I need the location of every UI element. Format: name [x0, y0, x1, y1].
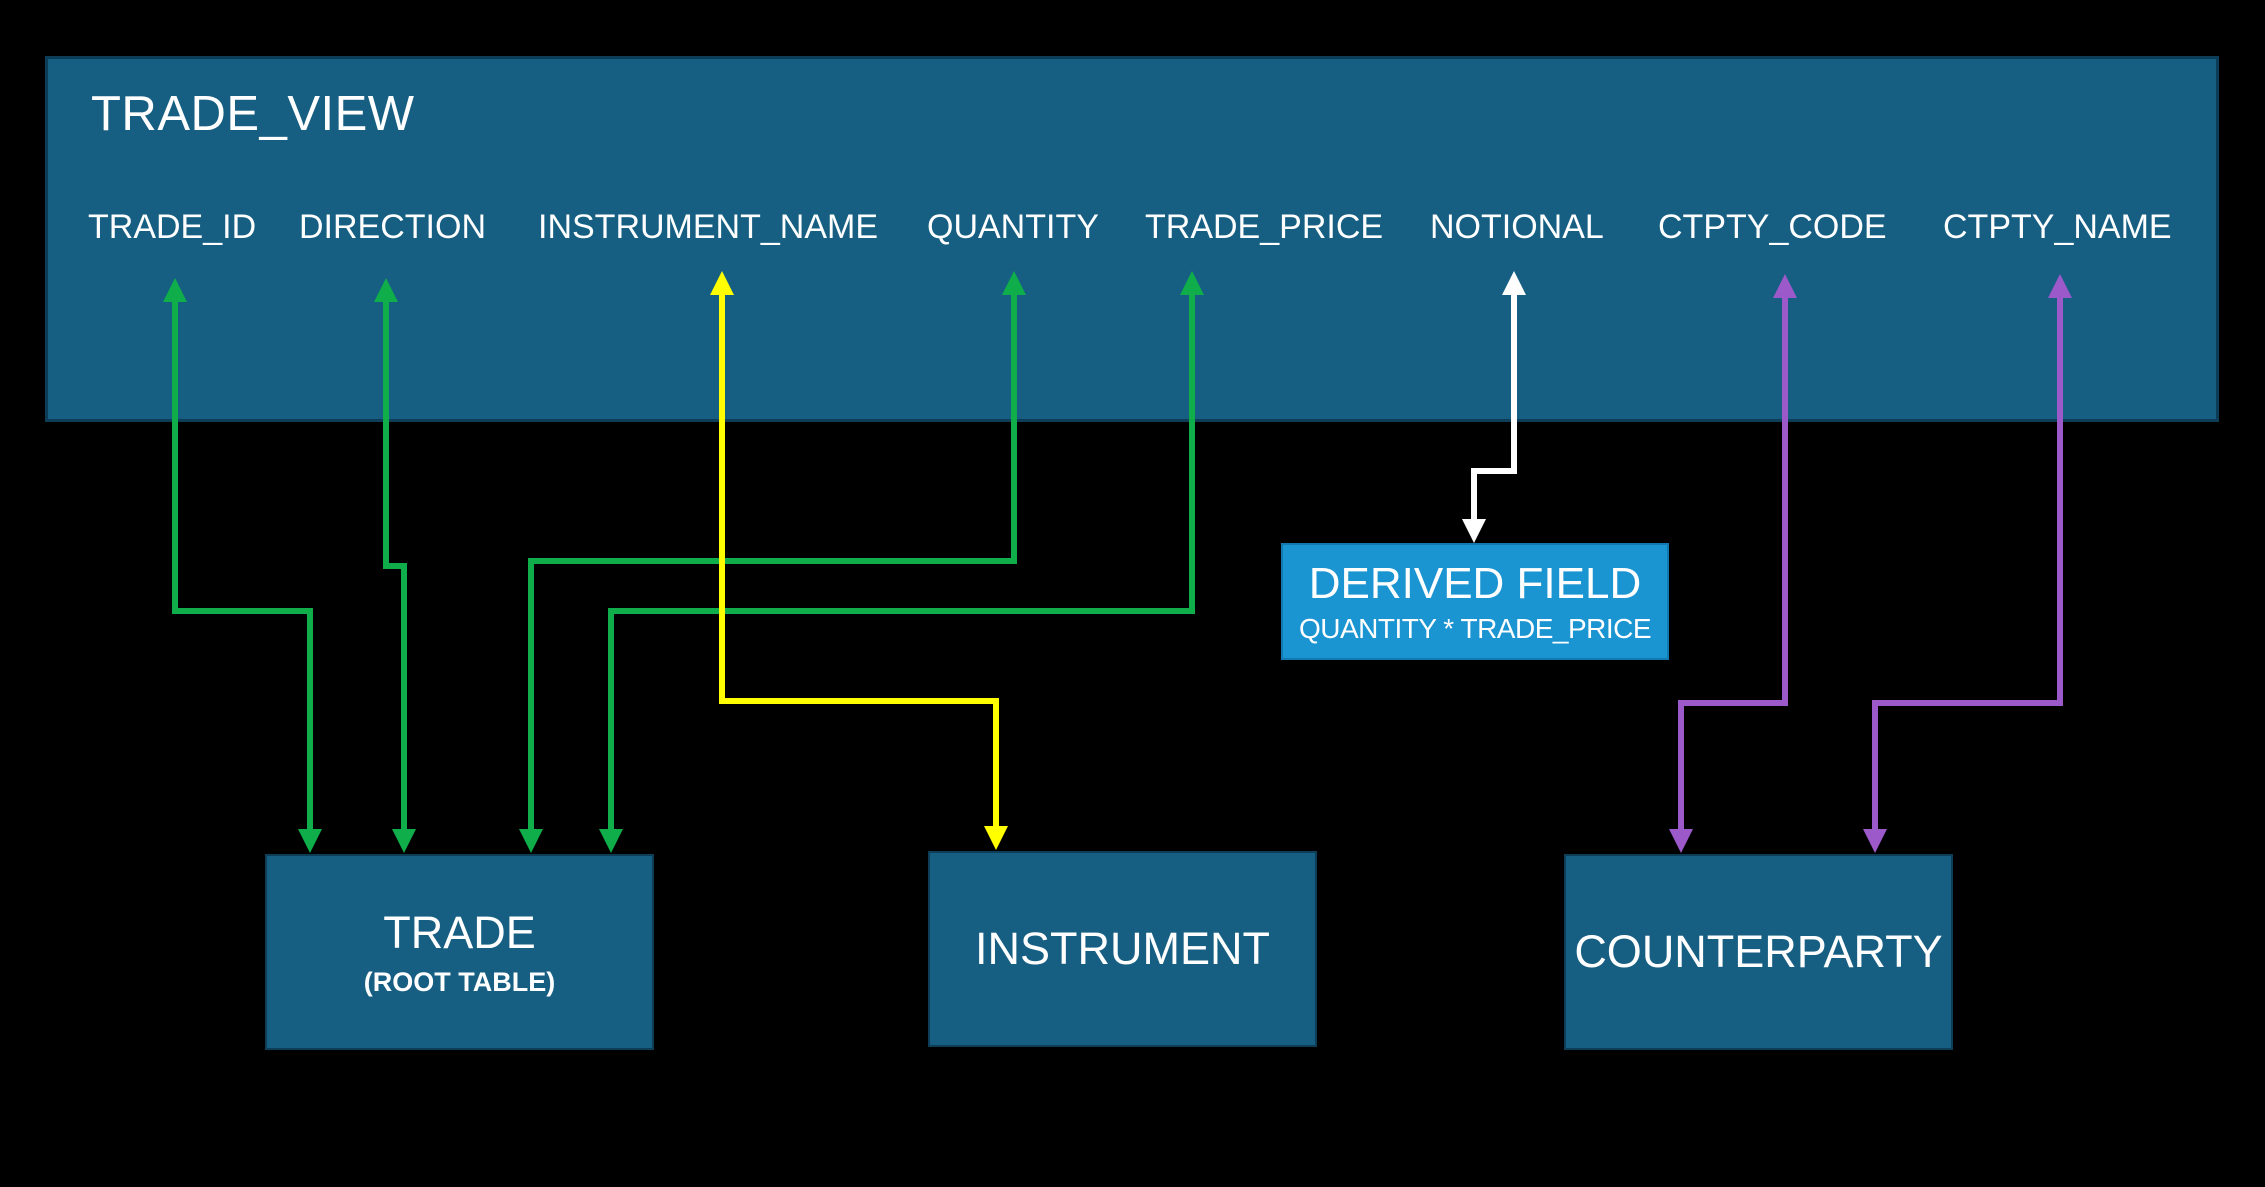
link-quantity-to-trade — [519, 271, 1026, 853]
link-direction-to-trade — [374, 278, 416, 853]
field-quantity: QUANTITY — [927, 208, 1099, 246]
link-ctpty-name-to-counterparty — [1863, 274, 2072, 853]
field-trade-price: TRADE_PRICE — [1145, 208, 1384, 246]
trade-table-name: TRADE — [383, 906, 536, 958]
trade-table-box: TRADE (ROOT TABLE) — [265, 854, 654, 1050]
instrument-table-box: INSTRUMENT — [928, 851, 1317, 1047]
counterparty-table-name: COUNTERPARTY — [1574, 926, 1943, 977]
link-ctpty-code-to-counterparty — [1669, 274, 1797, 853]
derived-field-formula: QUANTITY * TRADE_PRICE — [1298, 612, 1652, 644]
link-instrument-name-to-instrument — [710, 271, 1008, 850]
link-trade-id-to-trade — [163, 278, 322, 853]
field-trade-id: TRADE_ID — [88, 208, 257, 246]
view-title: TRADE_VIEW — [91, 87, 415, 141]
link-notional-to-derived-field — [1462, 271, 1526, 543]
trade-table-subtitle: (ROOT TABLE) — [363, 966, 556, 997]
field-ctpty-code: CTPTY_CODE — [1658, 208, 1887, 246]
field-instrument-name: INSTRUMENT_NAME — [538, 208, 879, 246]
field-ctpty-name: CTPTY_NAME — [1943, 208, 2172, 246]
field-notional: NOTIONAL — [1430, 208, 1604, 246]
derived-field-title: DERIVED FIELD — [1308, 558, 1642, 608]
counterparty-table-box: COUNTERPARTY — [1564, 854, 1953, 1050]
instrument-table-name: INSTRUMENT — [975, 923, 1270, 974]
derived-field-box: DERIVED FIELD QUANTITY * TRADE_PRICE — [1281, 543, 1669, 660]
field-direction: DIRECTION — [299, 208, 486, 246]
